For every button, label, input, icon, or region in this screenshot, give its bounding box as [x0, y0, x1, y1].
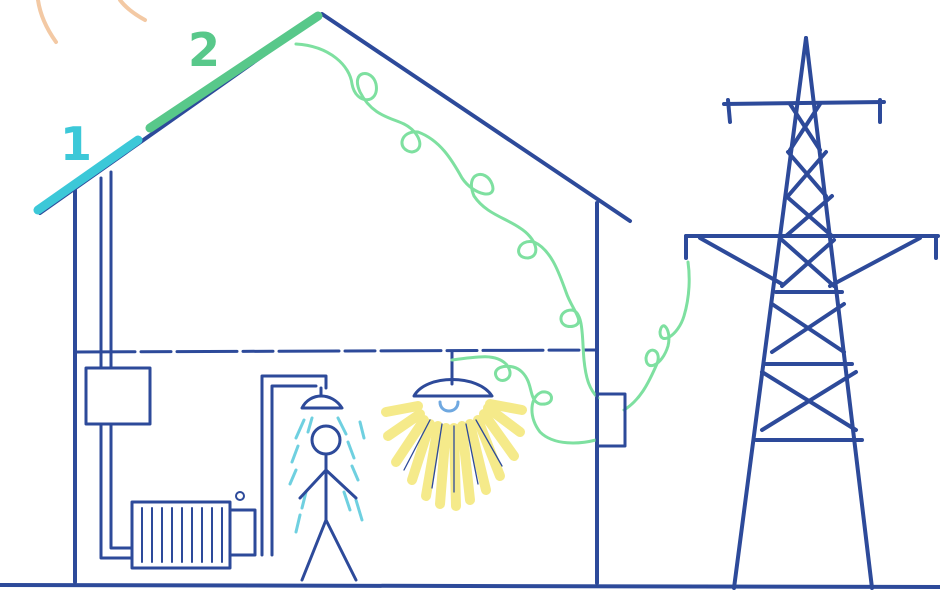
- house: [40, 14, 630, 583]
- sun-icon: [38, 0, 145, 42]
- ceiling-line: [75, 350, 596, 352]
- heating-pipes: [101, 172, 326, 558]
- panel-label-1: 1: [60, 117, 92, 171]
- inverter-box: [86, 368, 150, 424]
- power-pylon-icon: [686, 38, 938, 588]
- radiator-icon: [132, 492, 244, 568]
- shower-icon: [302, 388, 342, 408]
- electric-meter-box: [597, 394, 625, 446]
- solar-panel-2: [150, 16, 318, 128]
- ground-line: [0, 585, 940, 587]
- cable-to-pylon: [624, 262, 689, 410]
- panel-label-2: 2: [188, 23, 220, 77]
